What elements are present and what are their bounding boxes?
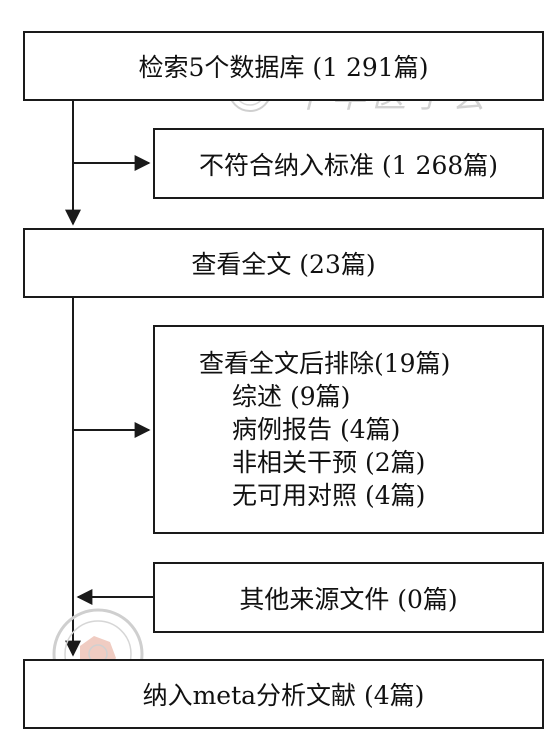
exclusion-reason-case-report: 病例报告 (4篇) [232,415,401,444]
not-meeting-criteria-box: 不符合纳入标准 (1 268篇) [153,128,544,199]
search-databases-box: 检索5个数据库 (1 291篇) [23,31,544,101]
full-text-review-box: 查看全文 (23篇) [23,228,544,298]
other-sources-label: 其他来源文件 (0篇) [239,584,458,614]
other-sources-box: 其他来源文件 (0篇) [153,562,544,633]
search-databases-label: 检索5个数据库 (1 291篇) [138,53,429,82]
excluded-after-full-text-title: 查看全文后排除(19篇) [199,349,451,378]
included-studies-label: 纳入meta分析文献 (4篇) [142,681,425,710]
exclusion-reason-review: 综述 (9篇) [232,382,351,411]
full-text-review-label: 查看全文 (23篇) [191,250,376,279]
included-studies-box: 纳入meta分析文献 (4篇) [23,659,544,729]
exclusion-reason-no-control: 无可用对照 (4篇) [232,481,426,510]
exclusion-reason-irrelevant-intervention: 非相关干预 (2篇) [232,448,426,477]
not-meeting-criteria-label: 不符合纳入标准 (1 268篇) [198,150,499,180]
excluded-after-full-text-box: 查看全文后排除(19篇) 综述 (9篇) 病例报告 (4篇) 非相关干预 (2篇… [153,325,544,534]
